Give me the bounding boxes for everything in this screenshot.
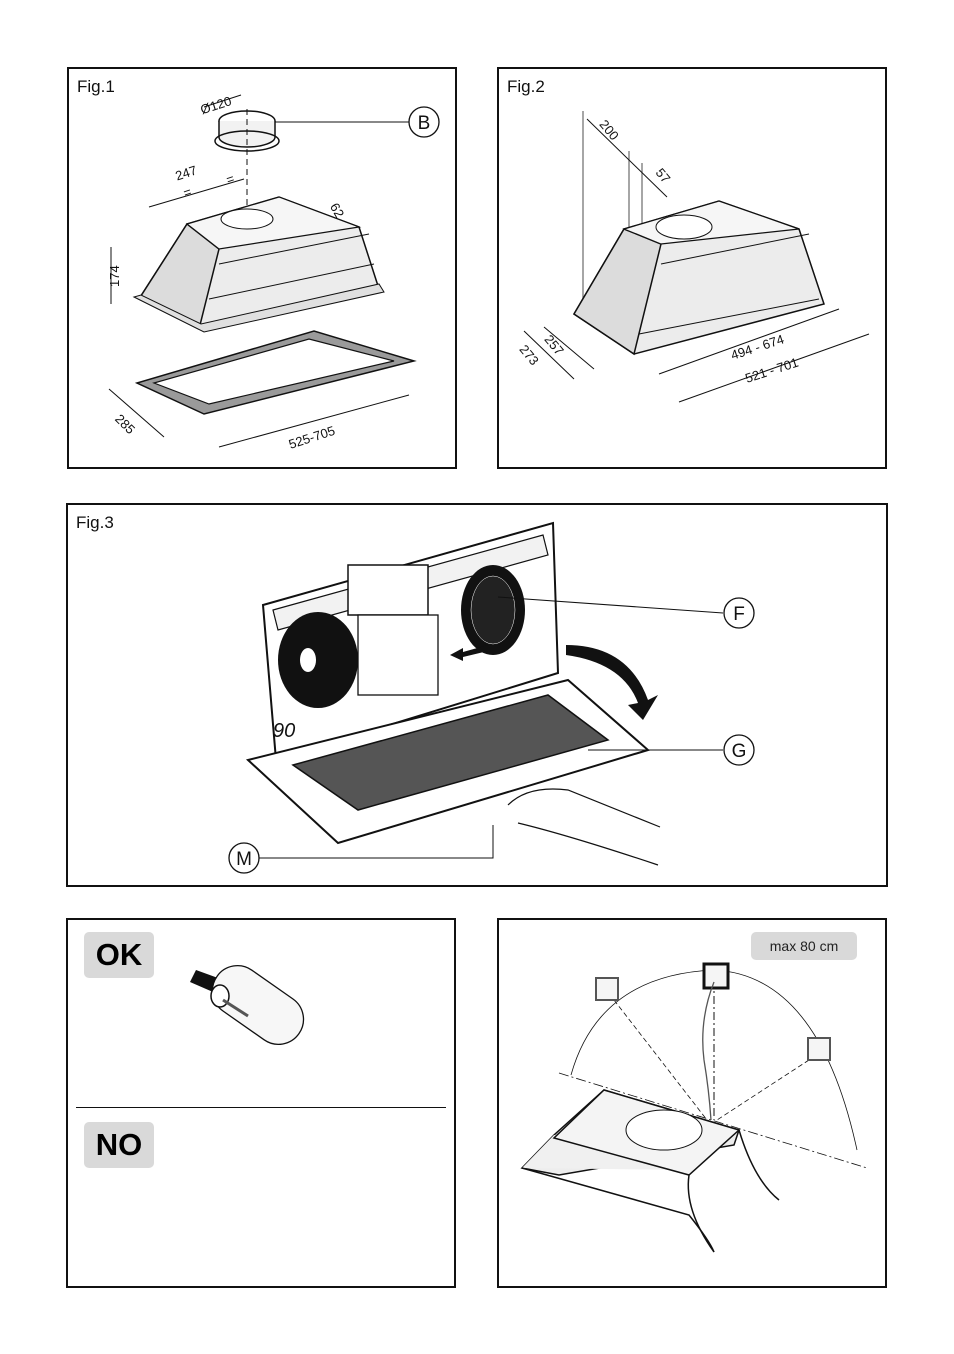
callout-f: F (723, 597, 755, 629)
dim-equal-left: = (181, 184, 193, 201)
svg-text:M: M (236, 849, 252, 870)
svg-text:B: B (418, 113, 431, 134)
hood-body (572, 200, 825, 356)
max-distance-badge: max 80 cm (751, 932, 857, 960)
dim-duct-offset: 57 (653, 165, 674, 186)
svg-text:G: G (732, 741, 747, 762)
dim-rear-offset: 200 (596, 117, 621, 143)
hand-drawing (507, 788, 661, 866)
figure-2-panel: Fig.2 200 57 273 257 494 - 674 521 - 701 (497, 67, 887, 469)
callout-g: G (723, 734, 755, 766)
socket-drawing (520, 962, 868, 1253)
grease-filter (245, 678, 651, 845)
socket-left-icon (595, 977, 619, 1001)
socket-placement-panel: max 80 cm (497, 918, 887, 1288)
dim-depth: 285 (112, 411, 138, 437)
figure-3-panel: Fig.3 90 F G (66, 503, 888, 887)
callout-m-leader (258, 825, 494, 859)
callout-m: M (228, 842, 260, 874)
dim-offset: 62 (327, 200, 347, 220)
bulb-drawings (190, 965, 305, 1045)
figure-1-drawing: B Ø120 247 = = 62 174 285 525-705 (107, 93, 440, 452)
socket-right-icon (807, 1037, 831, 1061)
dim-width-range: 525-705 (287, 423, 337, 452)
callout-f-leader (497, 596, 724, 614)
dim-equal-right: = (224, 171, 236, 188)
angle-label: 90 (273, 720, 295, 742)
filter-frame (134, 330, 417, 415)
figure-2-label: Fig.2 (507, 77, 545, 96)
tubular-bulb-icon (190, 965, 305, 1045)
hood-top-view (520, 1089, 780, 1253)
bulb-type-panel: OK NO (66, 918, 456, 1288)
dim-width-top: 247 (173, 163, 198, 184)
figure-1-panel: Fig.1 B Ø120 (67, 67, 457, 469)
figure-1-label: Fig.1 (77, 77, 115, 96)
socket-center-icon (702, 962, 730, 990)
dim-outer-width-range: 521 - 701 (743, 355, 800, 386)
motor-housing (278, 564, 525, 708)
dim-height: 174 (107, 265, 122, 287)
callout-b: B (408, 106, 440, 138)
figure-2-drawing: 200 57 273 257 494 - 674 521 - 701 (516, 111, 870, 403)
dim-inner-depth: 257 (541, 332, 566, 358)
figure-3-label: Fig.3 (76, 513, 114, 532)
arrow-left-icon (450, 645, 488, 661)
no-badge: NO (84, 1122, 154, 1168)
rotate-arrow-icon (566, 645, 658, 720)
svg-text:F: F (733, 604, 745, 625)
dim-inner-width-range: 494 - 674 (729, 332, 786, 363)
figure-3-drawing: 90 F G M (228, 521, 755, 874)
hood-body (132, 196, 385, 333)
dim-outer-depth: 273 (516, 342, 541, 368)
power-cord (702, 981, 715, 1121)
ok-badge: OK (84, 932, 154, 978)
